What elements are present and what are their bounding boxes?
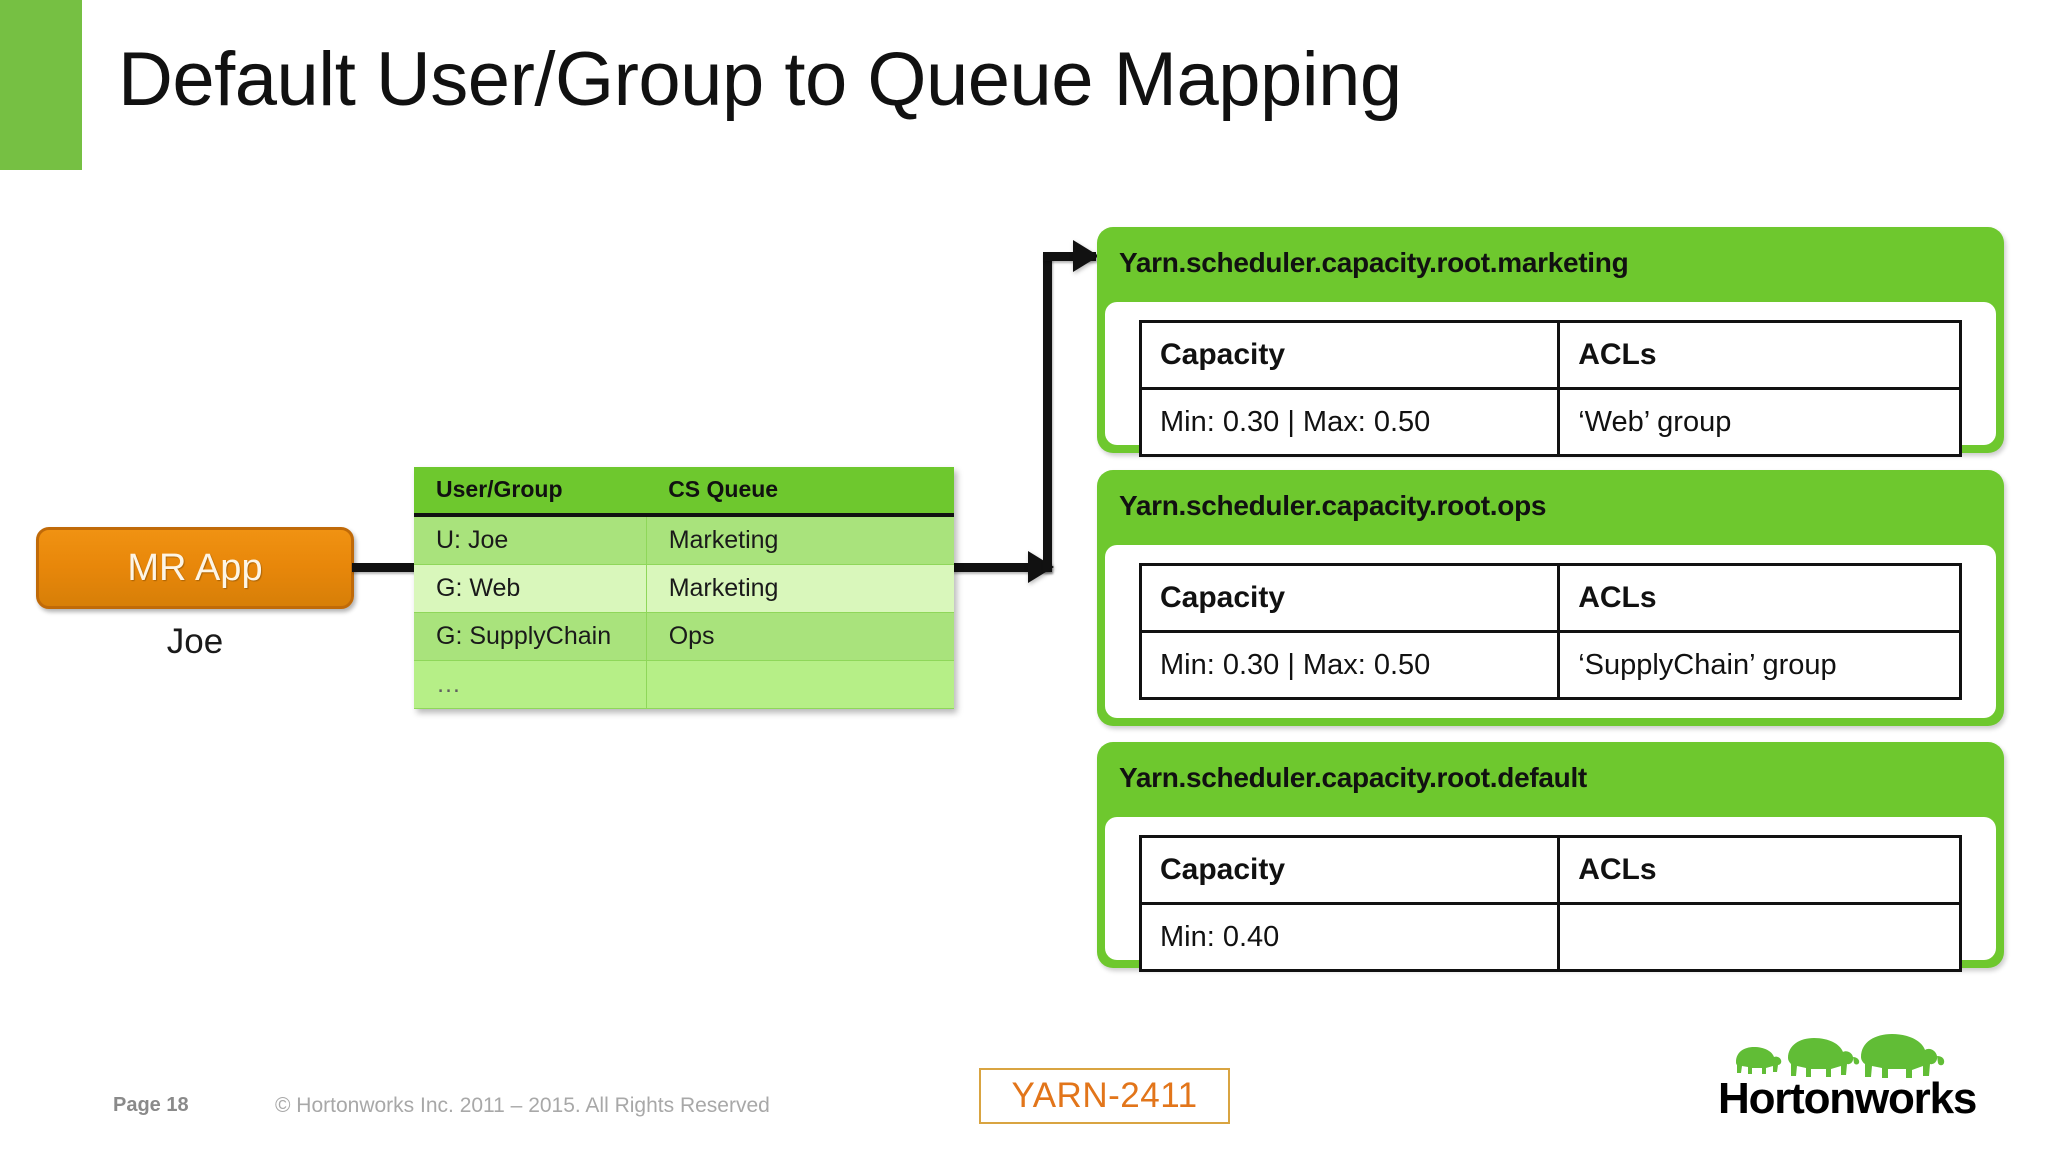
- hortonworks-logo: Hortonworks: [1718, 1032, 1977, 1124]
- cell-capacity: Min: 0.30 | Max: 0.50: [1138, 630, 1561, 700]
- connector-vertical-riser: [1043, 252, 1052, 572]
- mr-app-user-label: Joe: [166, 622, 224, 661]
- mr-app-label: MR App: [127, 546, 263, 589]
- yarn-ticket-label: YARN-2411: [1011, 1076, 1198, 1115]
- connector-table-to-elbow: [952, 563, 1052, 572]
- queue-card-marketing: Yarn.scheduler.capacity.root.marketing C…: [1097, 227, 2004, 457]
- cell-cs-queue: Marketing: [646, 564, 954, 613]
- column-header-acls: ACLs: [1557, 835, 1962, 905]
- cell-capacity: Min: 0.40: [1138, 902, 1561, 972]
- cell-user-group: …: [414, 660, 647, 709]
- table-row: G: SupplyChain Ops: [414, 612, 954, 661]
- table-row: …: [414, 660, 954, 709]
- column-header-acls: ACLs: [1557, 563, 1962, 633]
- column-header-acls: ACLs: [1557, 320, 1962, 390]
- column-header-user-group: User/Group: [414, 467, 647, 517]
- column-header-capacity: Capacity: [1138, 563, 1561, 633]
- queue-card-title: Yarn.scheduler.capacity.root.ops: [1119, 490, 1547, 521]
- title-accent-bar: [0, 0, 82, 170]
- yarn-ticket-badge: YARN-2411: [979, 1068, 1230, 1124]
- table-row: Min: 0.30 | Max: 0.50 ‘Web’ group: [1138, 387, 1962, 457]
- hortonworks-wordmark: Hortonworks: [1718, 1074, 1977, 1123]
- cell-cs-queue: Ops: [646, 612, 954, 661]
- page-title: Default User/Group to Queue Mapping: [118, 37, 1402, 122]
- connector-app-to-table: [352, 563, 418, 572]
- arrow-head-icon-marketing: [1073, 240, 1099, 272]
- table-header-row: Capacity ACLs: [1138, 835, 1962, 905]
- queue-card-body: Capacity ACLs Min: 0.30 | Max: 0.50 ‘Web…: [1105, 302, 1996, 457]
- queue-card-ops: Yarn.scheduler.capacity.root.ops Capacit…: [1097, 470, 2004, 726]
- queue-card-body: Capacity ACLs Min: 0.30 | Max: 0.50 ‘Sup…: [1105, 545, 1996, 718]
- footer-page-number: Page 18: [113, 1094, 189, 1116]
- user-group-mapping-table: User/Group CS Queue U: Joe Marketing G: …: [414, 467, 954, 709]
- cell-cs-queue: [646, 660, 954, 709]
- table-header-row: Capacity ACLs: [1138, 320, 1962, 390]
- queue-card-title: Yarn.scheduler.capacity.root.marketing: [1119, 247, 1629, 278]
- cell-acls: [1557, 902, 1962, 972]
- column-header-cs-queue: CS Queue: [646, 467, 954, 517]
- table-row: G: Web Marketing: [414, 564, 954, 613]
- table-row: Min: 0.40: [1138, 902, 1962, 972]
- table-header-row: Capacity ACLs: [1138, 563, 1962, 633]
- cell-user-group: G: Web: [414, 564, 647, 613]
- connector-elbow-to-marketing: [1043, 252, 1096, 261]
- table-row: Min: 0.30 | Max: 0.50 ‘SupplyChain’ grou…: [1138, 630, 1962, 700]
- cell-user-group: G: SupplyChain: [414, 612, 647, 661]
- cell-user-group: U: Joe: [414, 515, 647, 565]
- cell-acls: ‘SupplyChain’ group: [1557, 630, 1962, 700]
- column-header-capacity: Capacity: [1138, 835, 1561, 905]
- column-header-capacity: Capacity: [1138, 320, 1561, 390]
- table-row: U: Joe Marketing: [414, 515, 954, 565]
- queue-card-body: Capacity ACLs Min: 0.40: [1105, 817, 1996, 972]
- mr-app-node: MR App: [36, 527, 354, 609]
- footer-copyright: © Hortonworks Inc. 2011 – 2015. All Righ…: [275, 1094, 770, 1117]
- cell-acls: ‘Web’ group: [1557, 387, 1962, 457]
- cell-capacity: Min: 0.30 | Max: 0.50: [1138, 387, 1561, 457]
- queue-card-default: Yarn.scheduler.capacity.root.default Cap…: [1097, 742, 2004, 972]
- queue-card-title: Yarn.scheduler.capacity.root.default: [1119, 762, 1587, 793]
- cell-cs-queue: Marketing: [646, 515, 954, 565]
- elephant-herd-icon: [1736, 1034, 1945, 1078]
- table-header-row: User/Group CS Queue: [414, 467, 954, 517]
